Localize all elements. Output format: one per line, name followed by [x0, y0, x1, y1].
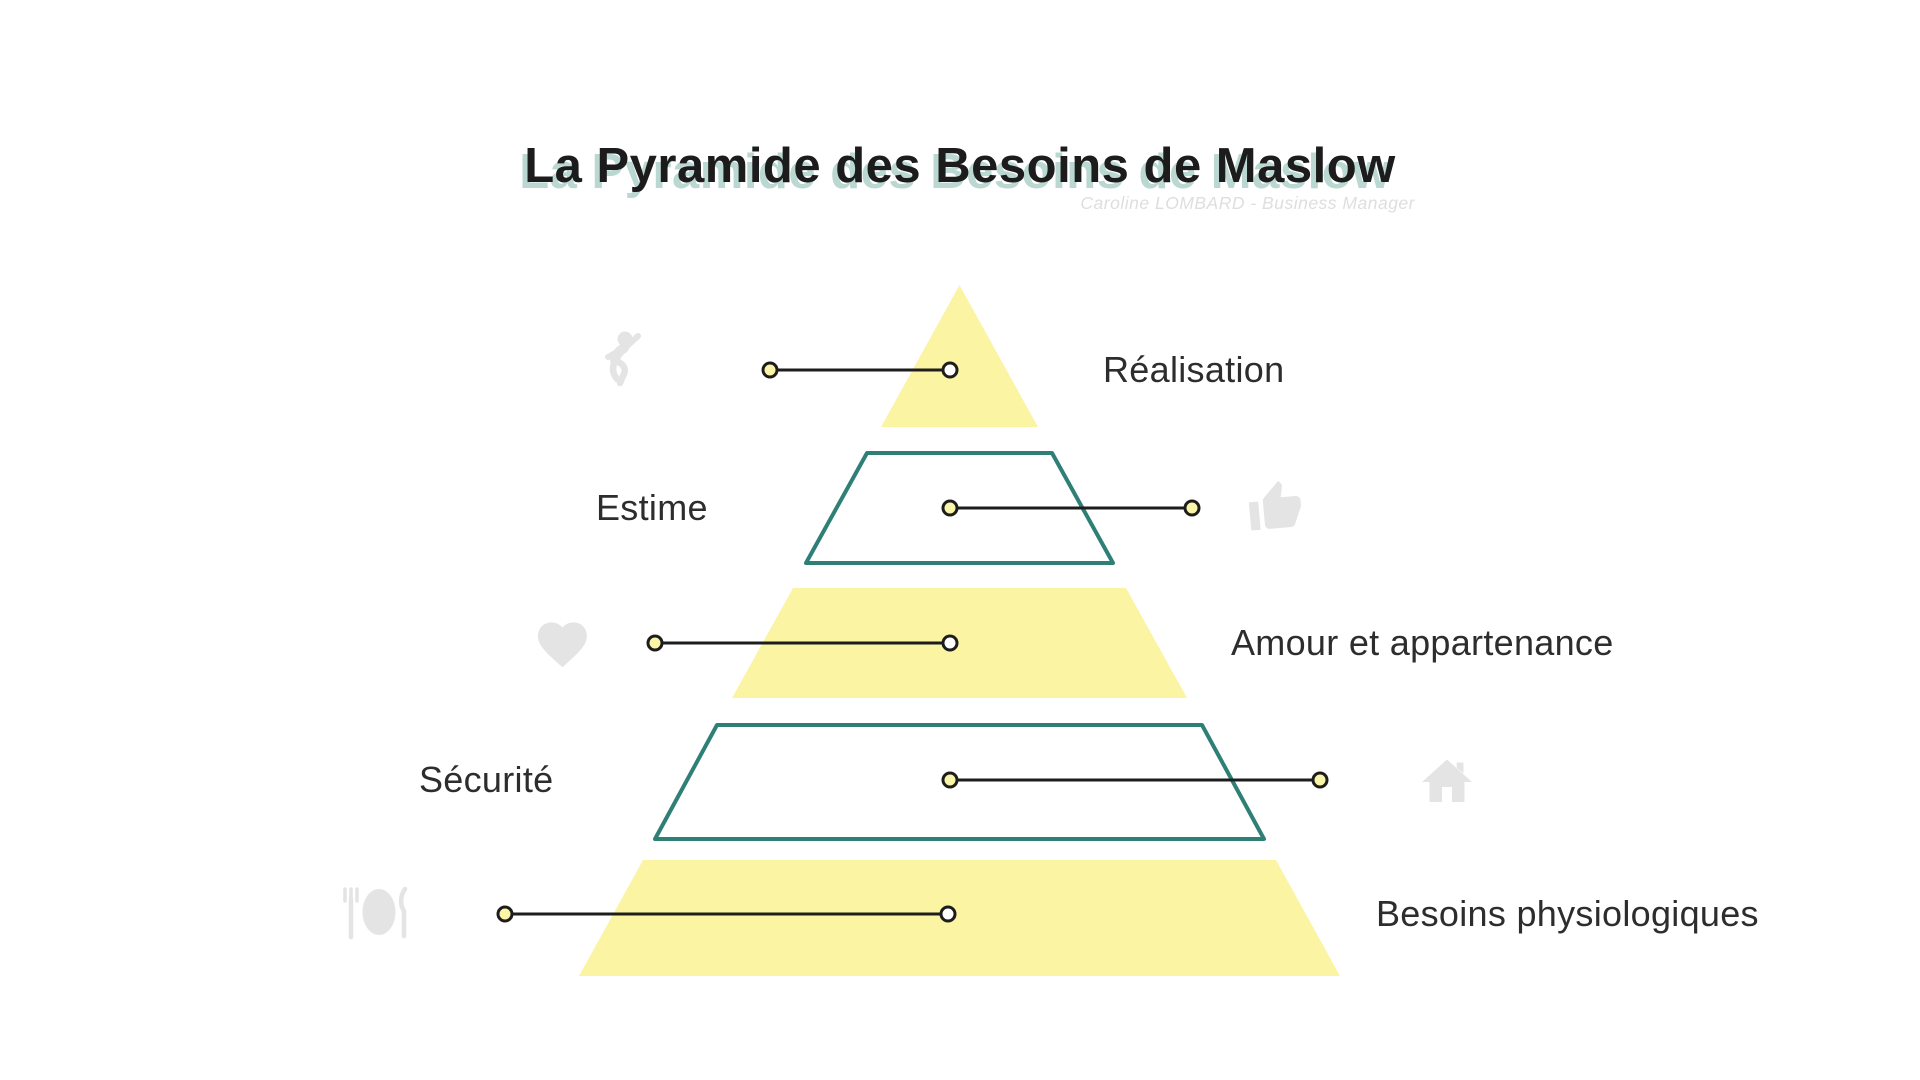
level-1-shape-realisation	[881, 285, 1038, 427]
level-label-realisation: Réalisation	[1103, 349, 1285, 390]
restaurant-icon	[343, 886, 408, 940]
level-label-besoins: Besoins physiologiques	[1376, 893, 1759, 934]
house-icon	[1422, 759, 1472, 802]
level-5-shape-besoins	[579, 860, 1340, 976]
dot-besoins-inner	[939, 905, 957, 923]
level-4-shape-securite	[653, 723, 1266, 841]
dot-amour-outer	[646, 634, 664, 652]
dot-securite-inner	[941, 771, 959, 789]
dot-besoins-outer	[496, 905, 514, 923]
dot-realisation-outer	[761, 361, 779, 379]
connector-dots	[496, 361, 1329, 923]
thumbs-up-icon	[1248, 481, 1301, 531]
level-3-shape-amour	[732, 588, 1187, 698]
dot-amour-inner	[941, 634, 959, 652]
level-label-amour: Amour et appartenance	[1231, 622, 1614, 663]
dot-estime-outer	[1183, 499, 1201, 517]
level-label-securite: Sécurité	[419, 759, 554, 800]
connector-lines	[505, 368, 1320, 916]
dot-estime-inner	[941, 499, 959, 517]
dot-realisation-inner	[941, 361, 959, 379]
author-subtitle: Caroline LOMBARD - Business Manager	[1080, 193, 1415, 213]
running-person-icon	[605, 331, 641, 387]
dot-securite-outer	[1311, 771, 1329, 789]
heart-icon	[537, 622, 587, 668]
page-title: La Pyramide des Besoins de Maslow	[524, 139, 1396, 193]
level-label-estime: Estime	[596, 487, 708, 528]
